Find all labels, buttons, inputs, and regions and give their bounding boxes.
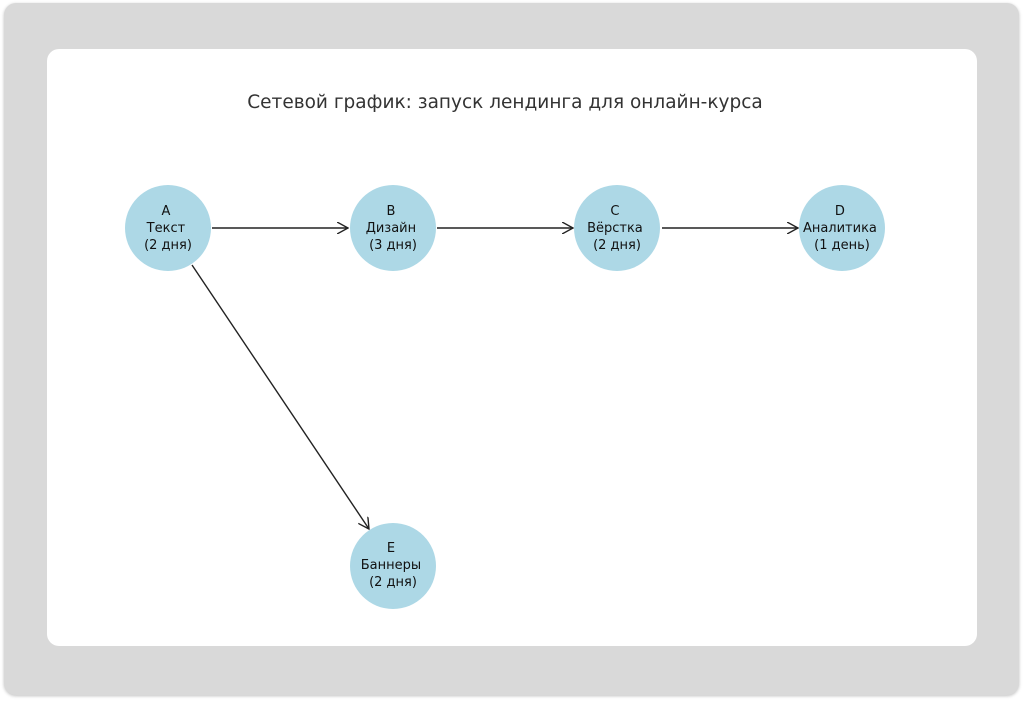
node-e-name: Баннеры — [361, 558, 421, 573]
node-b: B Дизайн (3 дня) — [350, 185, 436, 271]
diagram-title: Сетевой график: запуск лендинга для онла… — [247, 92, 762, 113]
node-d-duration: (1 день) — [814, 238, 870, 253]
node-e-circle — [350, 523, 436, 609]
node-d-circle — [799, 185, 885, 271]
svg-text:E Баннеры (2 д: E Баннеры (2 дня) — [361, 541, 426, 590]
node-d: D Аналитика (1 день) — [799, 185, 885, 271]
edge-a-e — [191, 264, 369, 529]
node-b-duration: (3 дня) — [369, 238, 417, 253]
node-a: A Текст (2 дня) — [125, 185, 211, 271]
nodes-layer: A Текст (2 дня) B Дизайн (3 дня) C Вёрст… — [125, 185, 885, 609]
node-c-id: C — [610, 204, 619, 219]
node-c-circle — [574, 185, 660, 271]
node-e: E Баннеры (2 дня) — [350, 523, 436, 609]
diagram-card — [47, 49, 977, 646]
node-b-circle — [350, 185, 436, 271]
node-c: C Вёрстка (2 дня) — [574, 185, 660, 271]
svg-text:A Текст (2 дня: A Текст (2 дня) — [144, 204, 192, 253]
edges-layer — [191, 228, 798, 529]
node-c-name: Вёрстка — [587, 221, 643, 236]
node-a-circle — [125, 185, 211, 271]
node-d-name: Аналитика — [803, 221, 877, 236]
svg-text:B Дизайн (3 дн: B Дизайн (3 дня) — [366, 204, 421, 253]
node-e-id: E — [387, 541, 395, 556]
node-a-duration: (2 дня) — [144, 238, 192, 253]
node-c-duration: (2 дня) — [593, 238, 641, 253]
node-b-id: B — [386, 204, 395, 219]
node-a-name: Текст — [146, 221, 186, 236]
node-b-name: Дизайн — [366, 221, 416, 236]
svg-text:C Вёрстка (2 д: C Вёрстка (2 дня) — [587, 204, 647, 253]
node-d-id: D — [835, 204, 845, 219]
svg-text:D Аналитика (1: D Аналитика (1 день) — [803, 204, 881, 253]
node-a-id: A — [161, 204, 170, 219]
node-e-duration: (2 дня) — [369, 575, 417, 590]
